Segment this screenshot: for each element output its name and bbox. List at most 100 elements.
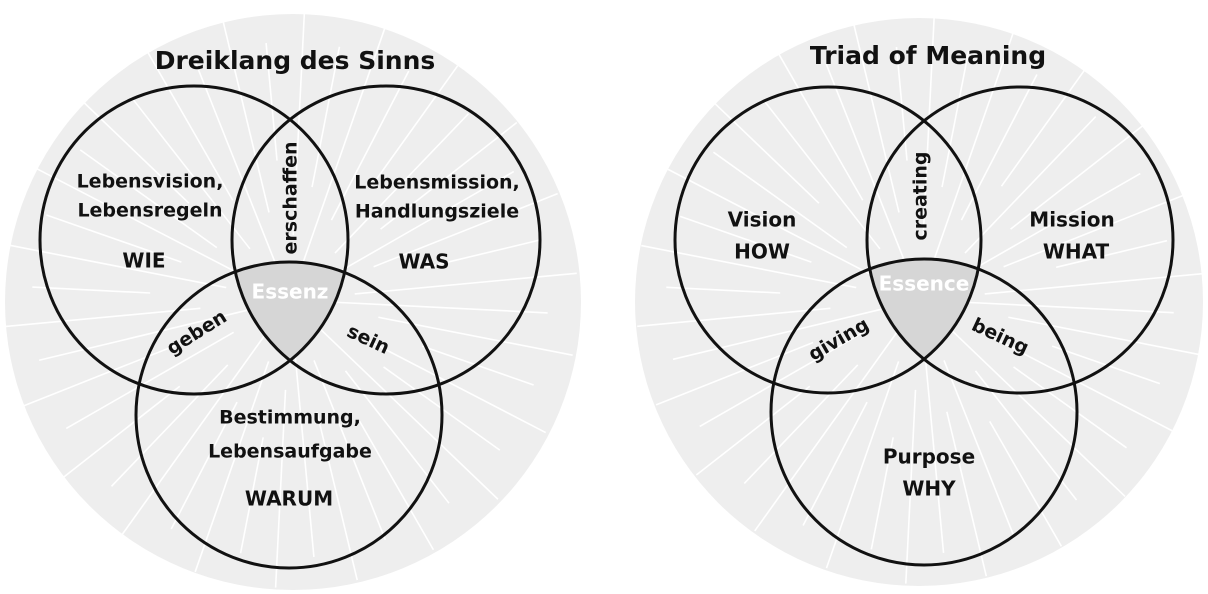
ray-line	[359, 421, 435, 551]
ray-line	[334, 113, 470, 254]
right-line2: Handlungsziele	[355, 201, 519, 223]
ray-line	[932, 31, 1015, 263]
ray-line	[695, 385, 811, 476]
circle-was	[230, 84, 542, 396]
ray-line	[32, 286, 151, 294]
ray-line	[666, 286, 781, 294]
ray-line	[672, 308, 882, 361]
ray-line	[425, 238, 542, 269]
left-keyword: WIE	[122, 249, 165, 273]
ray-line	[292, 339, 315, 557]
ray-line	[825, 63, 906, 264]
bottom-keyword: WHY	[902, 477, 956, 501]
circle-why	[769, 257, 1079, 567]
ray-line	[318, 327, 499, 500]
ray-line	[33, 166, 255, 283]
ray-line	[984, 272, 1203, 295]
ray-line	[7, 244, 227, 289]
ray-line	[239, 437, 264, 554]
ray-line	[1000, 68, 1086, 187]
circle-what	[865, 85, 1175, 395]
essence-label: Essence	[879, 272, 970, 296]
ray-line	[46, 214, 182, 263]
ray-line	[22, 341, 184, 408]
ray-line	[699, 331, 865, 428]
left-line2: Lebensregeln	[77, 200, 222, 222]
ray-line	[974, 370, 1078, 501]
circle-wie	[38, 84, 350, 396]
ray-line	[667, 168, 885, 283]
bottom-line1: Purpose	[883, 445, 975, 469]
ray-line	[1003, 194, 1185, 268]
ray-line	[265, 43, 278, 161]
ray-line	[1010, 124, 1145, 230]
ray-line	[802, 401, 868, 526]
diagram-title: Triad of Meaning	[810, 41, 1046, 70]
ray-line	[712, 151, 848, 249]
ray-line	[194, 361, 270, 573]
ray-line	[637, 307, 831, 328]
ray-line	[324, 170, 515, 281]
ray-line	[641, 244, 857, 289]
ray-line	[1055, 239, 1168, 269]
ray-line	[870, 437, 894, 550]
ray-line	[905, 389, 917, 584]
ray-line	[943, 360, 1015, 537]
ray-line	[221, 19, 270, 213]
left-line1: Lebensvision,	[77, 171, 224, 193]
ray-line	[655, 341, 814, 406]
ray-line	[895, 47, 908, 161]
ray-line	[941, 50, 970, 188]
ray-line	[3, 307, 201, 328]
ray-line	[193, 59, 276, 264]
overlap-top-label: creating	[910, 151, 932, 240]
ray-line	[145, 49, 234, 201]
right-line1: Lebensmission,	[354, 172, 520, 194]
essence-label: Essenz	[252, 280, 329, 304]
ray-line	[825, 361, 900, 569]
right-keyword: WAS	[398, 250, 449, 274]
ray-line	[292, 12, 306, 236]
ray-line	[373, 192, 558, 268]
circle-warum	[134, 260, 444, 570]
ray-line	[62, 385, 181, 479]
ray-line	[79, 149, 218, 249]
german-diagram: Dreiklang des Sinns Lebensvision, Lebens…	[3, 12, 581, 590]
ray-line	[421, 345, 534, 386]
right-line1: Mission	[1029, 208, 1114, 232]
radial-rays	[637, 16, 1203, 584]
ray-line	[316, 411, 359, 581]
ray-line	[1013, 366, 1128, 449]
ray-line	[964, 116, 1097, 254]
ray-line	[679, 215, 812, 263]
ray-line	[954, 172, 1141, 281]
bottom-line2: Lebensaufgabe	[208, 441, 372, 463]
left-line1: Vision	[728, 208, 797, 232]
ray-line	[946, 411, 988, 577]
ray-line	[922, 339, 945, 553]
ray-line	[121, 332, 268, 535]
right-keyword: WHAT	[1043, 240, 1110, 264]
ray-line	[948, 327, 1126, 498]
ray-line	[852, 23, 900, 213]
ray-line	[330, 70, 410, 221]
ray-line	[743, 364, 859, 484]
ray-line	[274, 389, 287, 588]
ray-line	[989, 421, 1063, 547]
ray-line	[38, 308, 252, 362]
english-diagram: Triad of Meaning Vision HOW Mission WHAT…	[635, 16, 1203, 586]
bottom-keyword: WARUM	[245, 487, 333, 511]
ray-line	[311, 46, 341, 188]
left-keyword: HOW	[734, 240, 790, 264]
ray-line	[130, 96, 251, 250]
ray-line	[170, 401, 238, 530]
ray-line	[380, 121, 518, 230]
ray-line	[354, 272, 577, 295]
overlap-top-label: erschaffen	[280, 142, 302, 255]
ray-line	[959, 301, 1174, 314]
ray-line	[754, 332, 898, 532]
diagram-title: Dreiklang des Sinns	[155, 46, 436, 75]
circle-how	[673, 85, 983, 395]
ray-line	[1008, 316, 1199, 356]
